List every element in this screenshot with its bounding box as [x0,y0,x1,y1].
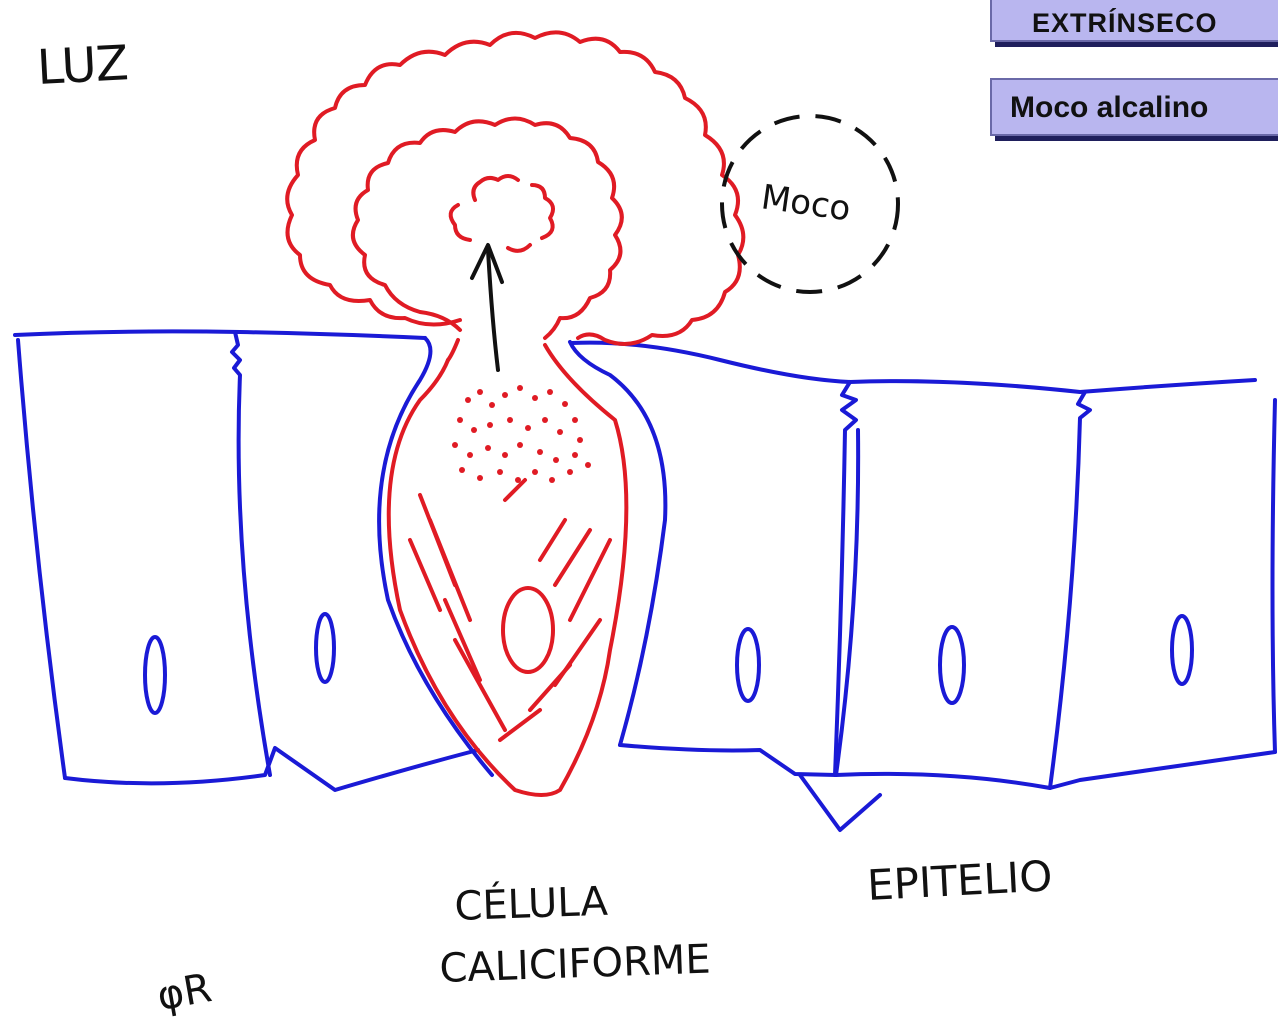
mucus-granules [452,385,591,483]
extrinsic-label-box: EXTRÍNSECO [990,0,1278,42]
epithelial-cells [15,331,1275,830]
alkaline-mucus-label-box: Moco alcalino [990,78,1278,136]
author-signature: φR [154,965,215,1020]
goblet-nucleus [503,588,553,672]
label-moco: Moco [759,177,853,229]
label-epitelio: EPITELIO [866,851,1054,910]
epithelial-nuclei [145,614,1192,713]
goblet-cell [389,340,627,795]
secretion-arrow [472,245,502,370]
mucus-cloud [287,32,743,344]
label-caliciforme: CALICIFORME [439,937,712,992]
label-celula: CÉLULA [454,877,610,930]
label-luz: LUZ [36,35,130,96]
